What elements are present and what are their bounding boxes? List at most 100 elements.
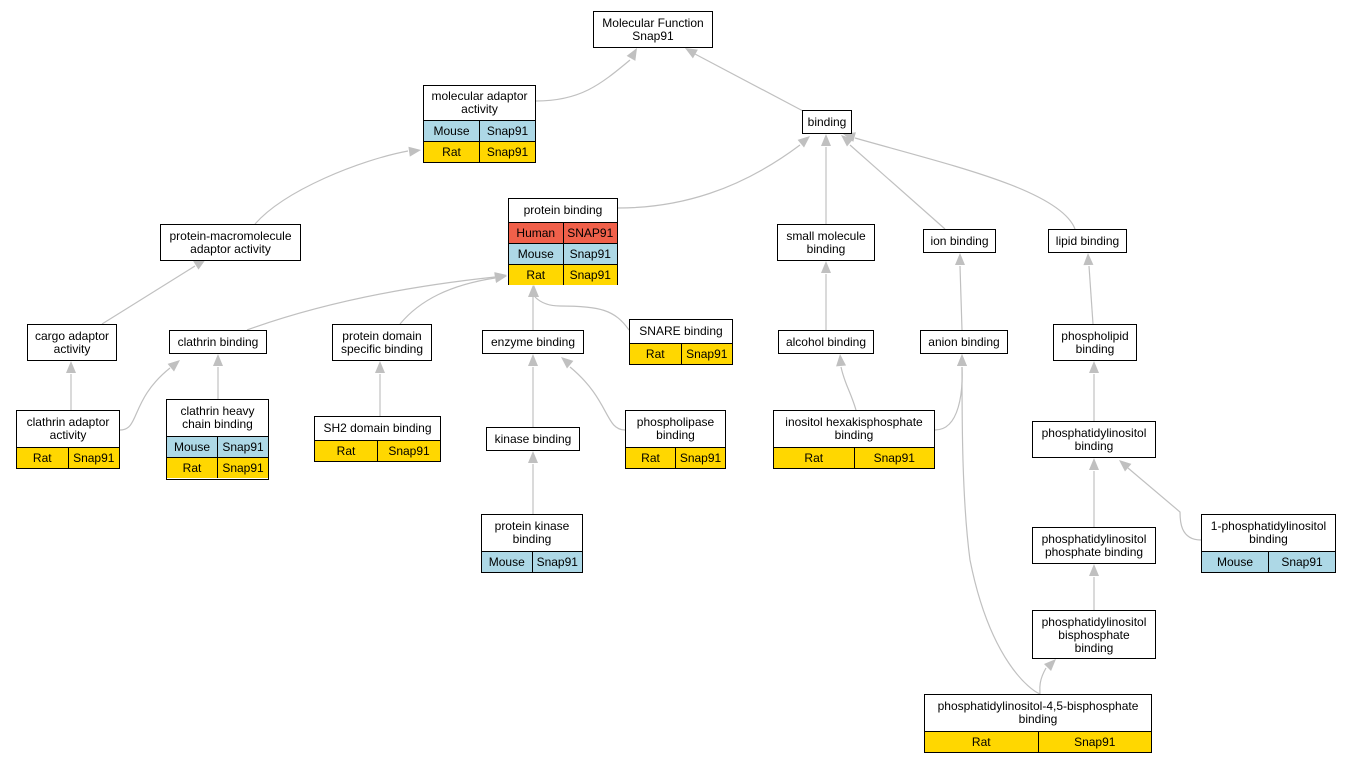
go-term-node-enzyme-binding[interactable]: enzyme binding [482, 330, 584, 354]
go-term-node-kinase-binding[interactable]: kinase binding [486, 427, 580, 451]
gene-cell: Snap91 [1037, 732, 1152, 752]
arrowhead [1119, 460, 1132, 472]
edge [375, 361, 385, 416]
go-term-node-lipid-binding[interactable]: lipid binding [1048, 229, 1127, 253]
edge [101, 259, 206, 325]
edge [1089, 361, 1099, 421]
species-cell: Rat [442, 145, 461, 159]
edge [1119, 460, 1202, 541]
arrowhead [1089, 564, 1099, 576]
species-cell: Rat [645, 347, 665, 361]
arrowhead [957, 354, 967, 366]
go-term-label: clathrin binding [177, 335, 259, 349]
arrowhead [193, 259, 206, 270]
species-cell: Rat [526, 268, 546, 282]
edge [528, 451, 538, 514]
edge [841, 135, 946, 230]
arrowhead [529, 285, 539, 297]
go-term-label: ion binding [930, 234, 989, 248]
go-term-node-binding[interactable]: binding [802, 110, 852, 134]
arrowhead [375, 361, 385, 373]
edge [1089, 564, 1099, 610]
go-term-node-anion-binding[interactable]: anion binding [920, 330, 1008, 354]
species-cell: Rat [182, 461, 202, 475]
go-term-label: protein binding [523, 203, 603, 217]
edge [535, 48, 637, 102]
arrowhead [797, 136, 810, 148]
gene-cell: Snap91 [853, 448, 935, 468]
edge [213, 354, 223, 399]
arrowhead [528, 451, 538, 463]
arrowhead [836, 354, 847, 367]
species-cell: Rat [971, 735, 991, 749]
species-cell: Mouse [517, 247, 554, 261]
annotation-row-mouse: Mouse Snap91 [509, 243, 617, 264]
go-term-label: binding [807, 115, 847, 129]
gene-cell: Snap91 [1268, 552, 1335, 572]
gene-cell: Snap91 [562, 244, 618, 264]
go-term-node-alcohol-binding[interactable]: alcohol binding [778, 330, 874, 354]
edge [1089, 458, 1099, 527]
arrowhead [955, 253, 965, 265]
gene-cell: Snap91 [217, 458, 268, 478]
species-cell: Mouse [1216, 555, 1254, 569]
arrowhead [408, 146, 421, 157]
go-term-label: lipid binding [1055, 234, 1120, 248]
go-term-node-ion-binding[interactable]: ion binding [923, 229, 996, 253]
annotation-row-rat: Rat Snap91 [925, 731, 1151, 752]
go-term-node-clathrin-binding[interactable]: clathrin binding [169, 330, 267, 354]
edge [821, 134, 831, 224]
edge [957, 354, 1041, 695]
go-term-label: SH2 domain binding [323, 421, 432, 435]
gene-cell: Snap91 [479, 142, 535, 162]
gene-cell: Snap91 [217, 437, 268, 457]
go-term-label: anion binding [928, 335, 1000, 349]
arrowhead [1089, 458, 1099, 470]
edge [254, 146, 421, 225]
go-term-label: SNARE binding [639, 324, 723, 338]
arrowhead [1043, 659, 1056, 672]
edge [843, 132, 1076, 230]
species-cell: Rat [32, 451, 52, 465]
arrowhead [167, 360, 180, 372]
gene-cell: Snap91 [479, 121, 535, 141]
edge [955, 253, 965, 331]
go-term-label: kinase binding [494, 432, 572, 446]
edge [561, 357, 626, 431]
arrowhead [561, 357, 574, 369]
edge [821, 261, 831, 330]
arrowhead [843, 132, 856, 142]
edge [1083, 253, 1094, 325]
